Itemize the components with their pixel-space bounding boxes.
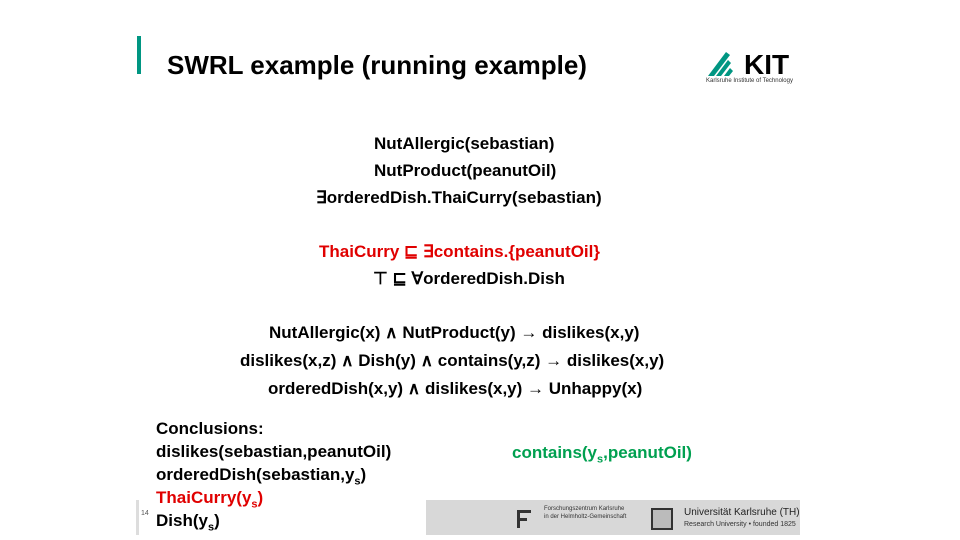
logo-subtitle: Karlsruhe Institute of Technology <box>706 78 793 84</box>
axiom-black: ⊤ ⊑ ∀orderedDish.Dish <box>373 269 565 288</box>
logo-text: KIT <box>744 49 789 80</box>
university-subtitle: Research University • founded 1825 <box>684 521 796 528</box>
conclusions-block: Conclusions: dislikes(sebastian,peanutOi… <box>156 417 392 534</box>
fact-line: NutAllergic(sebastian) <box>374 134 555 153</box>
conclusion-line: dislikes(sebastian,peanutOil) <box>156 442 392 461</box>
footer-left-edge <box>136 500 139 535</box>
footer-bar: Forschungszentrum Karlsruhe in der Helmh… <box>426 500 800 535</box>
fact-line: NutProduct(peanutOil) <box>374 161 557 180</box>
fzk-logo-icon <box>517 510 531 528</box>
university-name: Universität Karlsruhe (TH) <box>684 507 800 518</box>
axiom-red: ThaiCurry ⊑ ∃contains.{peanutOil} <box>319 242 600 261</box>
green-conclusion: contains(ys,peanutOil) <box>512 443 692 466</box>
conclusion-line-red: ThaiCurry(ys) <box>156 488 264 511</box>
rule-line: dislikes(x,z) ∧ Dish(y) ∧ contains(y,z) … <box>240 351 665 370</box>
title-accent-bar <box>137 36 141 74</box>
kit-logo: KIT <box>708 49 789 80</box>
conclusion-line: orderedDish(sebastian,ys) <box>156 465 367 488</box>
rule-line: NutAllergic(x) ∧ NutProduct(y) → dislike… <box>269 323 640 342</box>
rule-line: orderedDish(x,y) ∧ dislikes(x,y) → Unhap… <box>268 379 643 398</box>
university-seal-icon <box>651 508 673 530</box>
conclusion-line: Dish(ys) <box>156 511 220 534</box>
conclusions-heading: Conclusions: <box>156 419 264 438</box>
fzk-text: Forschungszentrum Karlsruhe in der Helmh… <box>544 506 627 520</box>
slide-title: SWRL example (running example) <box>167 50 587 80</box>
page-number: 14 <box>141 510 149 517</box>
fact-line: ∃orderedDish.ThaiCurry(sebastian) <box>316 188 602 207</box>
